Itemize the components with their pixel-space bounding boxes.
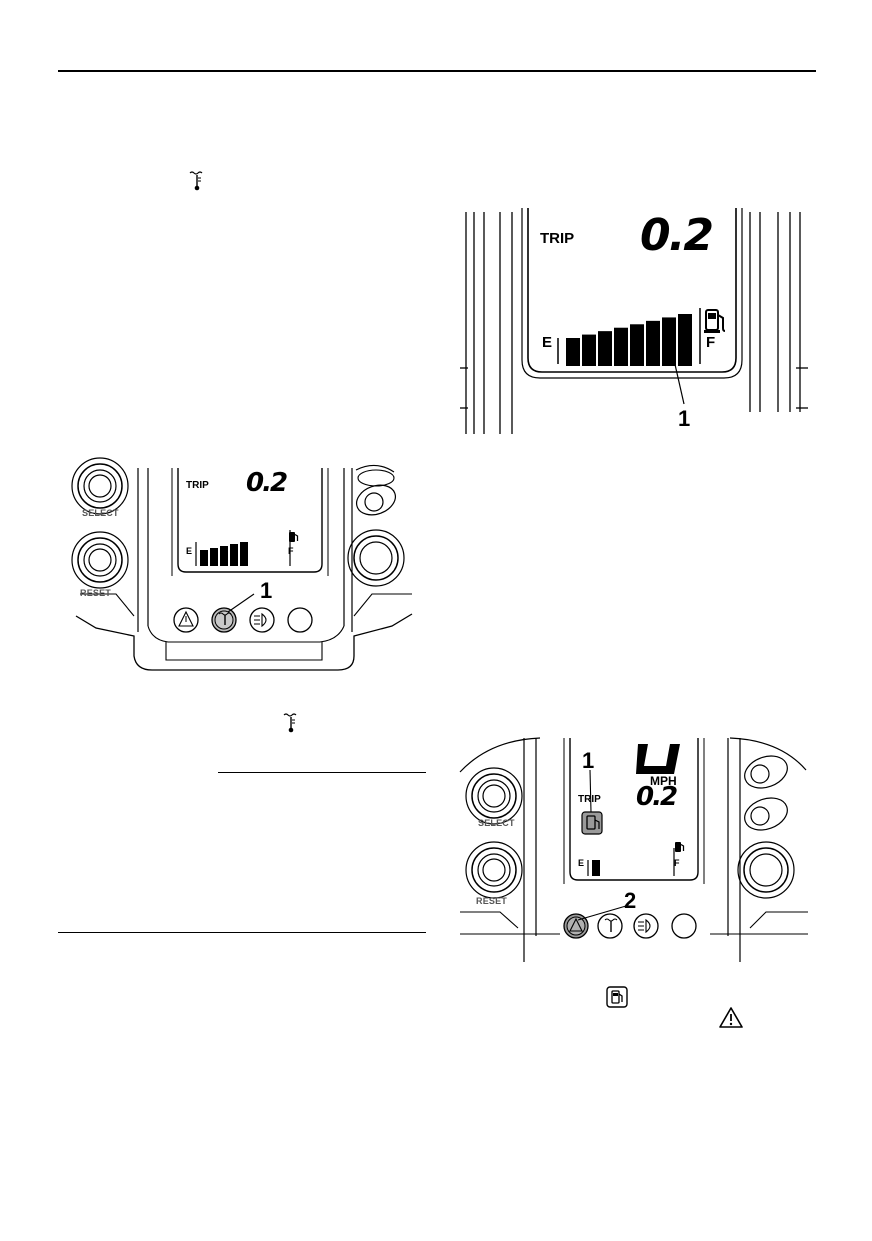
reset-button-label: RESET (80, 588, 112, 598)
fuel-bar-segment (598, 331, 612, 366)
panel-outline (71, 457, 413, 671)
warning-triangle-icon (719, 1007, 743, 1028)
figure-fuel-meter: TRIP 0.2 E F 1 (460, 208, 810, 436)
coolant-temperature-icon (189, 171, 203, 191)
fuel-full-label: F (706, 334, 716, 351)
fuel-bar-segment (646, 320, 660, 366)
trip-label: TRIP (186, 480, 209, 491)
fuel-bar-segment (240, 542, 248, 566)
callout-number-2: 2 (624, 888, 637, 913)
fuel-empty-label: E (542, 334, 553, 351)
note-rule-bottom (58, 932, 426, 933)
header-rule (58, 70, 816, 72)
odometer-value: 0.2 (246, 468, 288, 498)
fuel-gauge-bars (592, 860, 600, 876)
fuel-empty-label: E (578, 858, 585, 868)
fuel-pump-icon (606, 986, 628, 1008)
fuel-bar-segment (230, 544, 238, 566)
fuel-gauge-bars (200, 542, 248, 566)
callout-leader (673, 359, 685, 405)
fuel-bar-segment (210, 548, 218, 566)
fuel-pump-icon (675, 842, 685, 852)
callout-number-1: 1 (582, 748, 595, 773)
fuel-bar-segment (566, 338, 580, 366)
note-rule-top (218, 772, 426, 773)
callout-number: 1 (678, 406, 691, 431)
speed-unit-label: MPH (650, 774, 677, 788)
trip-label: TRIP (578, 794, 601, 805)
fuel-pump-icon (704, 309, 726, 333)
fuel-bar-segment (662, 317, 676, 366)
callout-number: 1 (260, 578, 273, 603)
panel-outline (459, 737, 808, 962)
figure-instrument-panel-left: TRIP 0.2 E F SELECT RESET 1 (71, 457, 413, 672)
figure-instrument-panel-right: 0 MPH TRIP 0.2 E F SELECT RESET 1 2 (459, 736, 808, 964)
fuel-bar-segment (592, 860, 600, 876)
fuel-empty-label: E (186, 546, 193, 556)
odometer-value: 0.2 (640, 210, 714, 261)
coolant-temperature-icon (283, 713, 297, 733)
select-button-label: SELECT (82, 508, 119, 518)
fuel-bar-segment (614, 327, 628, 366)
fuel-bar-segment (678, 314, 692, 366)
fuel-full-label: F (674, 858, 680, 868)
fuel-full-label: F (288, 546, 294, 556)
fuel-bar-segment (630, 324, 644, 366)
fuel-pump-icon (289, 532, 299, 542)
fuel-meter-frame (460, 208, 808, 434)
trip-label: TRIP (540, 230, 575, 247)
fuel-bar-segment (582, 334, 596, 366)
fuel-bar-segment (220, 546, 228, 566)
fuel-gauge-bars (566, 314, 692, 366)
fuel-bar-segment (200, 550, 208, 566)
odometer-value: 0.2 (636, 782, 678, 812)
reset-button-label: RESET (476, 896, 508, 906)
select-button-label: SELECT (478, 818, 515, 828)
